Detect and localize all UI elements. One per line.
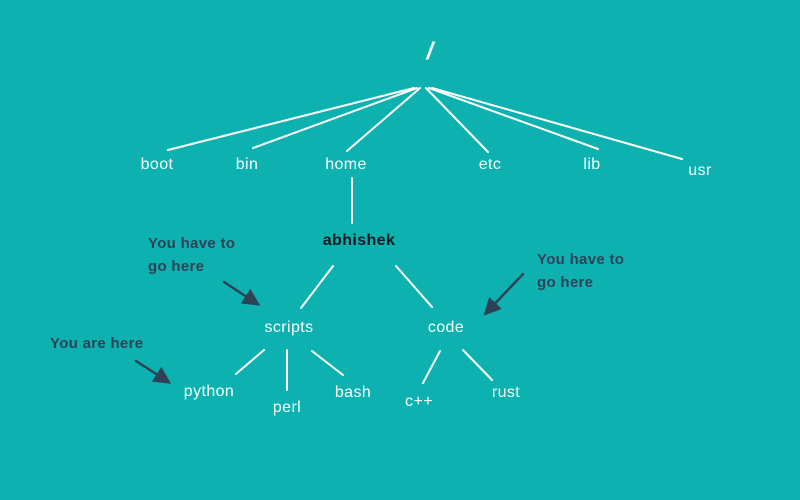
node-home: home bbox=[325, 156, 367, 173]
edge-root-lib bbox=[428, 87, 599, 150]
node-etc: etc bbox=[478, 156, 502, 173]
node-perl: perl bbox=[272, 399, 302, 416]
edge-code-cpp bbox=[422, 350, 441, 384]
edge-abhishek-scripts bbox=[300, 265, 334, 309]
annotation-go-here-right: You have to go here bbox=[537, 251, 625, 291]
root-fan-lines bbox=[167, 87, 683, 391]
arrow-go-here-right bbox=[483, 272, 525, 316]
node-bin: bin bbox=[235, 156, 259, 173]
node-lib: lib bbox=[583, 156, 601, 173]
edge-scripts-bash bbox=[311, 350, 344, 376]
node-rust: rust bbox=[491, 384, 521, 401]
node-bash: bash bbox=[334, 384, 372, 401]
edge-code-rust bbox=[462, 349, 493, 381]
edge-root-boot bbox=[167, 87, 415, 151]
edge-scripts-python bbox=[235, 349, 265, 375]
node-scripts: scripts bbox=[264, 319, 314, 336]
arrow-go-here-left bbox=[222, 280, 261, 306]
annotation-go-here-left: You have to go here bbox=[148, 235, 236, 275]
annotation-you-are-here: You are here bbox=[50, 335, 144, 352]
edge-root-usr bbox=[431, 87, 683, 160]
node-root: / bbox=[426, 38, 434, 65]
node-python: python bbox=[183, 383, 235, 400]
edge-abhishek-code bbox=[395, 265, 433, 308]
node-code: code bbox=[427, 319, 465, 336]
node-usr: usr bbox=[688, 162, 712, 179]
edge-root-bin bbox=[252, 87, 418, 149]
node-abhishek: abhishek bbox=[322, 232, 396, 249]
arrow-you-are-here bbox=[134, 359, 172, 384]
node-boot: boot bbox=[140, 156, 174, 173]
annotation-arrows bbox=[134, 272, 525, 384]
edge-root-home bbox=[346, 87, 421, 152]
edge-root-etc bbox=[425, 87, 489, 153]
node-cpp: c++ bbox=[405, 393, 433, 410]
